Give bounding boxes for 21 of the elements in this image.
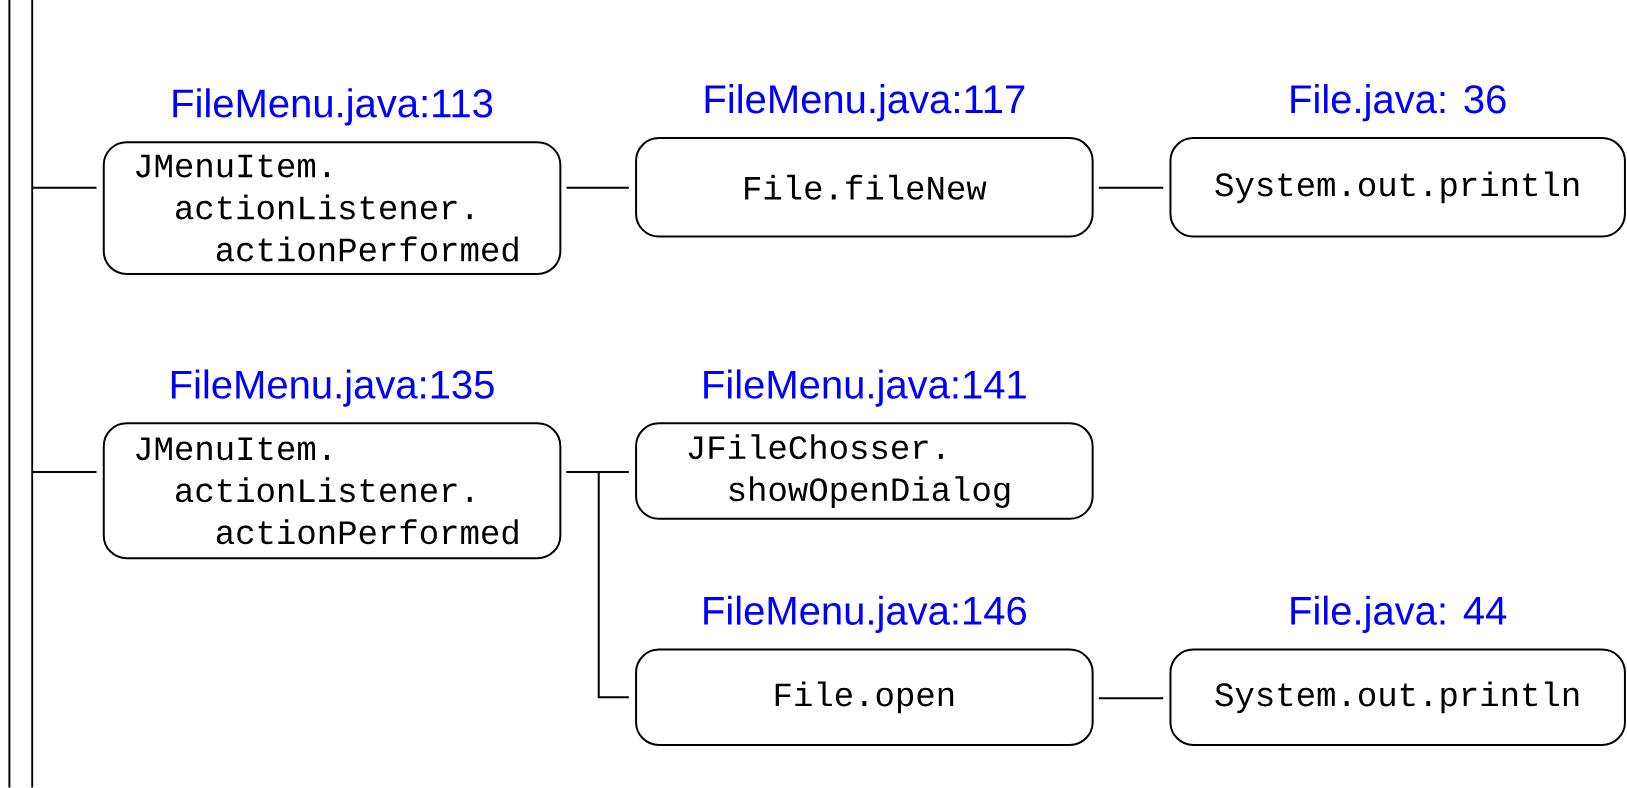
source-line-label: FileMenu.java:135 <box>171 369 494 407</box>
source-line-label: FileMenu.java:117 <box>705 84 1025 122</box>
method-box: File.fileNew <box>635 137 1094 238</box>
connector-line <box>1097 187 1165 190</box>
source-line-label: File.java: 36 <box>1291 84 1506 122</box>
method-box: JMenuItem. actionListener. actionPerformed <box>102 141 562 276</box>
method-box: JFileChosser. showOpenDialog <box>635 422 1094 521</box>
method-box: File.open <box>635 648 1094 747</box>
connector-line <box>565 187 630 190</box>
method-box: System.out.println <box>1169 648 1626 747</box>
source-line-label: File.java: 44 <box>1291 595 1507 634</box>
source-line-label: FileMenu.java:146 <box>704 595 1026 634</box>
source-line-label: FileMenu.java:113 <box>173 88 493 126</box>
connector-line <box>1097 697 1165 700</box>
double-bar <box>8 0 34 788</box>
source-line-label: FileMenu.java:141 <box>704 369 1026 407</box>
connector-line <box>565 471 630 699</box>
connector-line <box>31 471 98 474</box>
method-box: JMenuItem. actionListener. actionPerformed <box>102 422 562 560</box>
method-box: System.out.println <box>1169 137 1626 238</box>
connector-line <box>31 187 98 190</box>
